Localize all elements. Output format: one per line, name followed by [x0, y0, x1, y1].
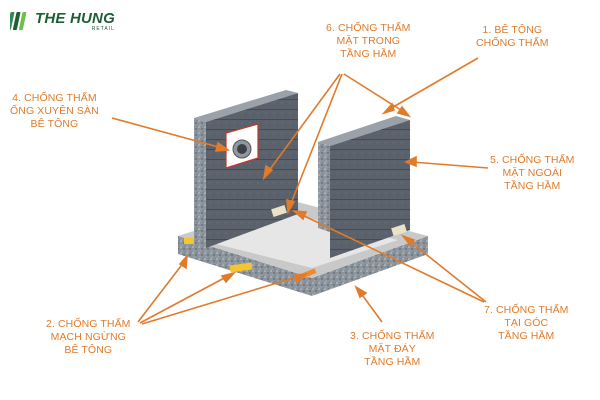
label-4: 4. CHỐNG THẤM ỐNG XUYÊN SÀN BÊ TÔNG: [10, 92, 99, 131]
logo-mark-icon: [10, 12, 27, 30]
label-2-line-2: MẠCH NGỪNG: [50, 331, 126, 343]
label-2-line-1: 2. CHỐNG THẤM: [46, 318, 131, 330]
label-7: 7. CHỐNG THẤM TẠI GÓC TẦNG HẦM: [484, 304, 569, 343]
label-4-line-1: 4. CHỐNG THẤM: [12, 92, 97, 104]
label-6-line-1: 6. CHỐNG THẤM: [326, 22, 411, 34]
label-7-line-2: TẠI GÓC: [504, 317, 549, 329]
label-3-line-1: 3. CHỐNG THẤM: [350, 330, 435, 342]
leader-lines: [111, 57, 489, 325]
label-4-line-2: ỐNG XUYÊN SÀN: [10, 105, 99, 117]
joint-strip-yellow: [229, 262, 253, 273]
label-5-line-2: MẶT NGOÀI: [502, 167, 563, 179]
label-1-line-1: 1. BÊ TÔNG: [482, 24, 543, 36]
left-wall-top: [194, 90, 298, 122]
right-wall-side: [318, 142, 330, 232]
right-wall-face: [330, 120, 410, 258]
label-6-line-3: TẦNG HẦM: [340, 48, 397, 60]
label-4-line-3: BÊ TÔNG: [30, 118, 79, 130]
corner-strip-right: [391, 224, 407, 236]
brand-logo: THE HUNG RETAIL: [10, 10, 115, 32]
label-3-line-2: MẶT ĐÁY: [368, 343, 416, 355]
label-1: 1. BÊ TÔNG CHỐNG THẤM: [476, 24, 549, 50]
label-7-line-3: TẦNG HẦM: [498, 330, 555, 342]
label-3-line-3: TẦNG HẦM: [364, 356, 421, 368]
label-5: 5. CHỐNG THẤM MẶT NGOÀI TẦNG HẦM: [490, 154, 575, 193]
brand-sub: RETAIL: [91, 25, 115, 32]
joint-strip-slab: [184, 238, 194, 244]
label-5-line-3: TẦNG HẦM: [504, 180, 561, 192]
label-2-line-3: BÊ TÔNG: [64, 344, 113, 356]
slab-right-face: [312, 236, 428, 296]
label-7-line-1: 7. CHỐNG THẤM: [484, 304, 569, 316]
label-6: 6. CHỐNG THẤM MẶT TRONG TẦNG HẦM: [326, 22, 411, 61]
label-2: 2. CHỐNG THẤM MẠCH NGỪNG BÊ TÔNG: [46, 318, 131, 357]
brand-name: THE HUNG: [35, 9, 115, 27]
right-wall-top: [318, 116, 410, 146]
label-5-line-1: 5. CHỐNG THẤM: [490, 154, 575, 166]
label-1-line-2: CHỐNG THẤM: [476, 37, 549, 49]
label-6-line-2: MẶT TRONG: [336, 35, 401, 47]
label-3: 3. CHỐNG THẤM MẶT ĐÁY TẦNG HẦM: [350, 330, 435, 369]
corner-strip-left: [271, 205, 287, 217]
left-wall-front: [194, 118, 206, 248]
